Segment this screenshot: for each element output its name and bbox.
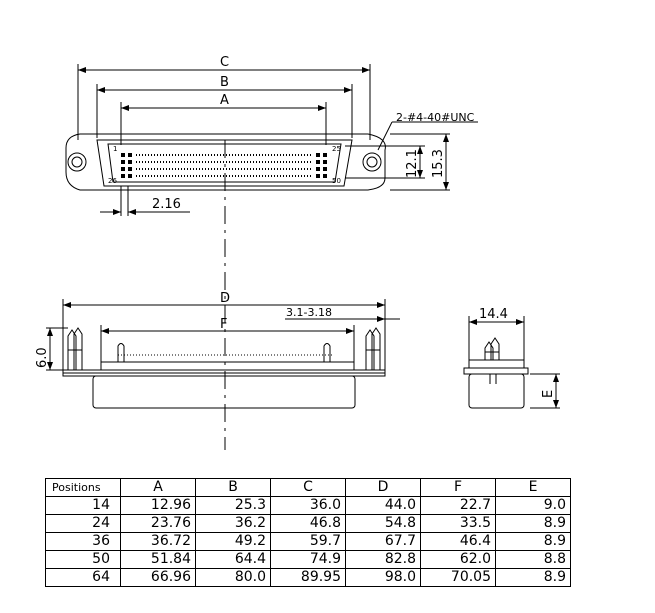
table-cell: 44.0: [345, 496, 421, 515]
table-cell: 46.8: [270, 514, 346, 533]
connector-drawing: C B A 2-#4-40#UNC 2.16 12.1 15.3 1 25 26…: [35, 55, 560, 450]
table-header-positions: Positions: [45, 478, 121, 497]
table-cell: 64.4: [195, 550, 271, 569]
pin-matrix: [121, 153, 327, 178]
width-14-4-label: 14.4: [479, 307, 508, 322]
table-row: 64 66.96 80.0 89.95 98.0 70.05 8.9: [45, 568, 571, 587]
table-cell: 74.9: [270, 550, 346, 569]
table-cell: 89.95: [270, 568, 346, 587]
table-cell: 62.0: [420, 550, 496, 569]
table-cell: 9.0: [495, 496, 571, 515]
pin-50-label: 50: [332, 177, 341, 185]
table-cell: 66.96: [120, 568, 196, 587]
table-cell: 8.8: [495, 550, 571, 569]
end-view: [463, 316, 560, 409]
table-row: 14 12.96 25.3 36.0 44.0 22.7 9.0: [45, 496, 571, 515]
table-cell: 24: [45, 514, 121, 533]
thread-label: 2-#4-40#UNC: [396, 111, 475, 124]
table-header-row: Positions A B C D F E: [45, 478, 571, 497]
table-cell: 25.3: [195, 496, 271, 515]
front-view: [65, 64, 478, 450]
table-cell: 36.0: [270, 496, 346, 515]
table-cell: 22.7: [420, 496, 496, 515]
height-15-3-label: 15.3: [431, 149, 446, 178]
side-view: [46, 299, 400, 409]
pitch-label: 2.16: [152, 197, 181, 212]
pin-1-label: 1: [113, 145, 117, 153]
table-cell: 50: [45, 550, 121, 569]
dim-e-label: E: [541, 390, 556, 398]
table-header-f: F: [420, 478, 496, 497]
dim-a-label: A: [220, 93, 229, 108]
table-cell: 82.8: [345, 550, 421, 569]
table-cell: 64: [45, 568, 121, 587]
dim-d-label: D: [220, 291, 230, 306]
lead-label: 3.1-3.18: [286, 306, 332, 319]
table-cell: 36.2: [195, 514, 271, 533]
table-cell: 8.9: [495, 532, 571, 551]
table-row: 24 23.76 36.2 46.8 54.8 33.5 8.9: [45, 514, 571, 533]
pin-26-label: 26: [108, 177, 117, 185]
table-header-c: C: [270, 478, 346, 497]
table-cell: 36.72: [120, 532, 196, 551]
dim-b-label: B: [220, 75, 229, 90]
table-cell: 8.9: [495, 568, 571, 587]
table-header-b: B: [195, 478, 271, 497]
table-header-a: A: [120, 478, 196, 497]
table-cell: 67.7: [345, 532, 421, 551]
table-header-e: E: [495, 478, 571, 497]
table-cell: 14: [45, 496, 121, 515]
table-cell: 46.4: [420, 532, 496, 551]
table-cell: 59.7: [270, 532, 346, 551]
table-cell: 51.84: [120, 550, 196, 569]
table-cell: 49.2: [195, 532, 271, 551]
pin-25-label: 25: [332, 145, 341, 153]
table-row: 36 36.72 49.2 59.7 67.7 46.4 8.9: [45, 532, 571, 551]
dim-f-label: F: [220, 317, 227, 332]
table-cell: 36: [45, 532, 121, 551]
table-cell: 54.8: [345, 514, 421, 533]
dim-c-label: C: [220, 55, 229, 70]
table-cell: 80.0: [195, 568, 271, 587]
table-cell: 23.76: [120, 514, 196, 533]
table-cell: 33.5: [420, 514, 496, 533]
height-6-0-label: 6.0: [35, 347, 50, 368]
dimension-table: Positions A B C D F E 14 12.96 25.3 36.0…: [45, 478, 571, 587]
table-cell: 98.0: [345, 568, 421, 587]
table-cell: 12.96: [120, 496, 196, 515]
table-cell: 8.9: [495, 514, 571, 533]
table-cell: 70.05: [420, 568, 496, 587]
table-row: 50 51.84 64.4 74.9 82.8 62.0 8.8: [45, 550, 571, 569]
table-header-d: D: [345, 478, 421, 497]
height-12-1-label: 12.1: [405, 149, 420, 178]
